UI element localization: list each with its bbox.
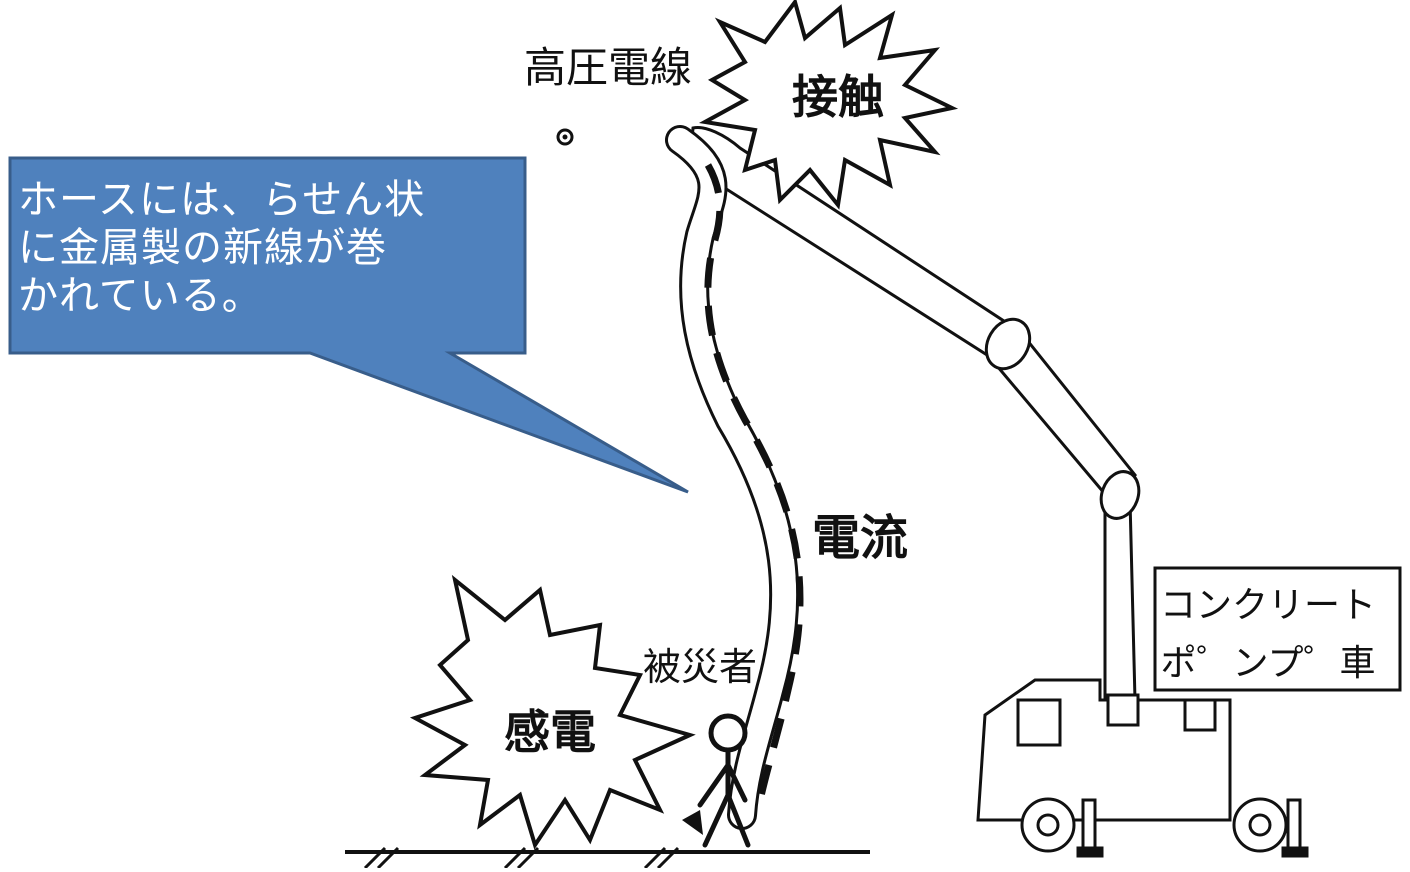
callout-line-2: に金属製の新線が巻 [18, 225, 387, 271]
power-line-label: 高圧電線 [524, 43, 692, 92]
outrigger-pad-rear [1281, 846, 1309, 858]
boom-joint-2 [1099, 470, 1141, 520]
callout-bubble [8, 156, 689, 494]
ground-hatch-1 [363, 846, 400, 870]
callout-line-3: かれている。 [18, 273, 263, 319]
current-label: 電流 [812, 510, 908, 566]
boom-lower-section [1103, 498, 1137, 702]
callout-text: ホースには、らせん状 に金属製の新線が巻 かれている。 [18, 176, 518, 320]
concrete-pump-truck [976, 678, 1309, 858]
ground [345, 846, 870, 870]
truck-label-box [1153, 566, 1402, 692]
ground-hatch-2 [503, 846, 540, 870]
contact-burst-shape [698, 0, 959, 210]
boom-joint-1 [984, 317, 1032, 371]
hose-end-in-hand [682, 810, 703, 835]
victim-head [708, 713, 748, 753]
shock-burst: 感電 [409, 574, 696, 850]
contact-label: 接触 [792, 70, 884, 124]
victim-leg-left [702, 792, 731, 848]
truck-hub-rear [1248, 813, 1272, 837]
wire-circle-outer [556, 128, 574, 146]
callout-line-1: ホースには、らせん状 [18, 177, 426, 223]
truck-window [1016, 698, 1062, 747]
truck-hub-front [1036, 813, 1060, 837]
truck-label-line2: ポ゜ンプ゜車 [1161, 643, 1376, 684]
shock-burst-shape [409, 574, 696, 850]
contact-burst: 接触 [698, 0, 959, 210]
truck-outrigger-front [1081, 798, 1097, 850]
outrigger-pad-front [1076, 846, 1104, 858]
victim-figure [697, 713, 751, 848]
ground-hatch-3 [643, 846, 680, 870]
victim-arm-left [697, 762, 731, 808]
victim-arm-right [725, 762, 748, 803]
victim-leg-right [725, 792, 751, 848]
hose-body [668, 128, 797, 827]
truck-tank [1183, 698, 1217, 732]
hose [665, 125, 804, 830]
truck-label-line1: コンクリート [1160, 585, 1376, 626]
boom-arm [691, 125, 1141, 702]
truck-boom-base [1106, 693, 1140, 727]
wire-circle-inner [562, 134, 568, 140]
truck-outrigger-rear [1286, 798, 1302, 850]
shock-label: 感電 [504, 705, 596, 759]
current-path-dashed [704, 163, 804, 811]
victim-label: 被災者 [643, 645, 757, 689]
